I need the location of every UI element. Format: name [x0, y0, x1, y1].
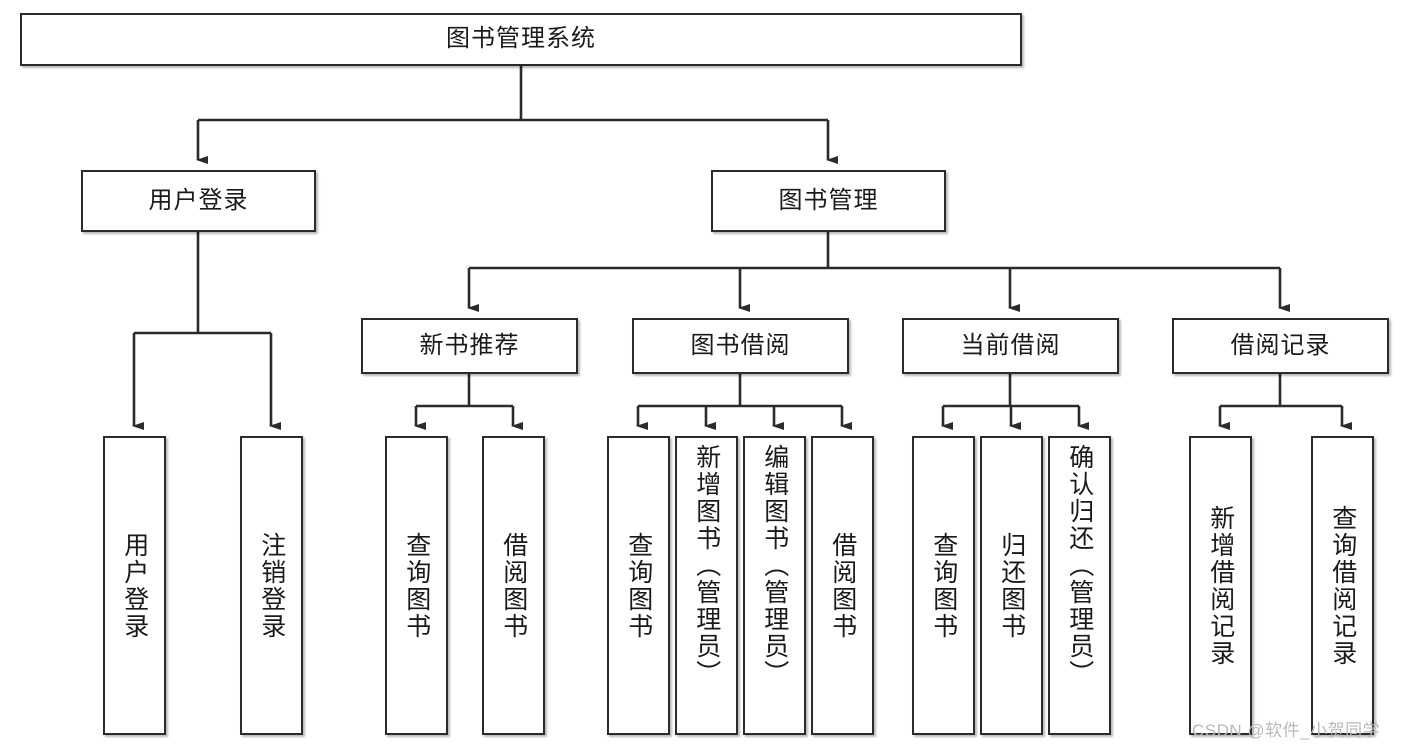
node-leaf-edit-book[interactable]: 编辑图书（管理员）	[743, 436, 806, 735]
node-book-borrow[interactable]: 图书借阅	[632, 318, 849, 374]
node-borrow-record-label: 借阅记录	[1230, 331, 1331, 359]
node-leaf-query-record[interactable]: 查询借阅记录	[1311, 436, 1374, 735]
node-book-manage[interactable]: 图书管理	[711, 170, 946, 232]
node-root[interactable]: 图书管理系统	[20, 13, 1022, 66]
node-leaf-add-book[interactable]: 新增图书（管理员）	[675, 436, 738, 735]
node-leaf-query-book-1-label: 查询图书	[402, 531, 431, 640]
node-leaf-borrow-book-1[interactable]: 借阅图书	[482, 436, 545, 735]
node-root-label: 图书管理系统	[446, 25, 596, 53]
node-leaf-borrow-book-2[interactable]: 借阅图书	[811, 436, 874, 735]
node-leaf-query-book-3[interactable]: 查询图书	[912, 436, 975, 735]
node-leaf-logout[interactable]: 注销登录	[240, 436, 303, 735]
node-leaf-borrow-book-1-label: 借阅图书	[499, 531, 528, 640]
node-book-manage-label: 图书管理	[778, 186, 879, 214]
node-leaf-query-book-1[interactable]: 查询图书	[385, 436, 448, 735]
node-new-book-rec[interactable]: 新书推荐	[361, 318, 578, 374]
node-borrow-record[interactable]: 借阅记录	[1172, 318, 1389, 374]
csdn-watermark: CSDN @软件_小贺同学	[1192, 721, 1381, 740]
node-leaf-confirm-return-label: 确认归还（管理员）	[1065, 444, 1094, 687]
node-leaf-return-book-label: 归还图书	[997, 531, 1026, 640]
node-leaf-add-record-label: 新增借阅记录	[1206, 504, 1235, 667]
node-book-borrow-label: 图书借阅	[690, 331, 791, 359]
node-user-login-label: 用户登录	[148, 186, 249, 214]
node-leaf-user-login[interactable]: 用户登录	[103, 436, 166, 735]
node-current-borrow[interactable]: 当前借阅	[902, 318, 1119, 374]
node-leaf-add-record[interactable]: 新增借阅记录	[1189, 436, 1252, 735]
node-leaf-confirm-return[interactable]: 确认归还（管理员）	[1048, 436, 1111, 735]
node-leaf-query-book-3-label: 查询图书	[929, 531, 958, 640]
node-leaf-return-book[interactable]: 归还图书	[980, 436, 1043, 735]
node-leaf-user-login-label: 用户登录	[120, 531, 149, 640]
node-leaf-add-book-label: 新增图书（管理员）	[692, 444, 721, 687]
node-leaf-borrow-book-2-label: 借阅图书	[828, 531, 857, 640]
node-user-login[interactable]: 用户登录	[81, 170, 316, 232]
node-leaf-logout-label: 注销登录	[257, 531, 286, 640]
node-leaf-query-book-2[interactable]: 查询图书	[607, 436, 670, 735]
node-leaf-query-record-label: 查询借阅记录	[1328, 504, 1357, 667]
node-new-book-rec-label: 新书推荐	[419, 331, 520, 359]
node-leaf-query-book-2-label: 查询图书	[624, 531, 653, 640]
node-leaf-edit-book-label: 编辑图书（管理员）	[760, 444, 789, 687]
node-current-borrow-label: 当前借阅	[960, 331, 1061, 359]
